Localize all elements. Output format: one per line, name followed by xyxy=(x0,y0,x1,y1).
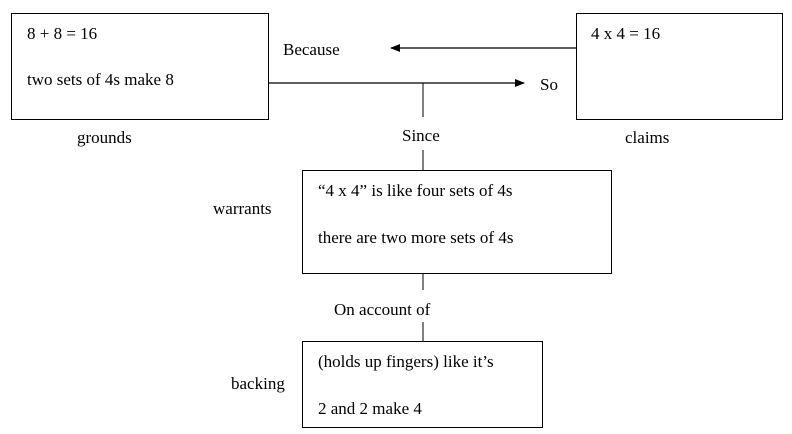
grounds-label: grounds xyxy=(77,128,132,147)
warrants-label: warrants xyxy=(213,199,272,218)
backing-line-1: (holds up fingers) like it’s xyxy=(318,352,494,371)
backing-line-2: 2 and 2 make 4 xyxy=(318,399,422,418)
since-label: Since xyxy=(402,126,440,145)
on-account-of-label: On account of xyxy=(334,300,431,319)
grounds-line-1: 8 + 8 = 16 xyxy=(27,24,98,43)
warrants-line-2: there are two more sets of 4s xyxy=(318,228,514,247)
backing-box: (holds up fingers) like it’s 2 and 2 mak… xyxy=(302,341,543,428)
claims-line-1: 4 x 4 = 16 xyxy=(591,24,661,43)
warrants-line-1: “4 x 4” is like four sets of 4s xyxy=(318,181,513,200)
claims-label: claims xyxy=(625,128,670,147)
because-label: Because xyxy=(283,40,340,59)
backing-label: backing xyxy=(231,374,285,393)
grounds-box: 8 + 8 = 16 two sets of 4s make 8 xyxy=(11,13,269,120)
so-label: So xyxy=(540,75,558,94)
claims-box: 4 x 4 = 16 xyxy=(576,13,783,120)
grounds-line-2: two sets of 4s make 8 xyxy=(27,70,174,89)
warrants-box: “4 x 4” is like four sets of 4s there ar… xyxy=(302,170,612,274)
